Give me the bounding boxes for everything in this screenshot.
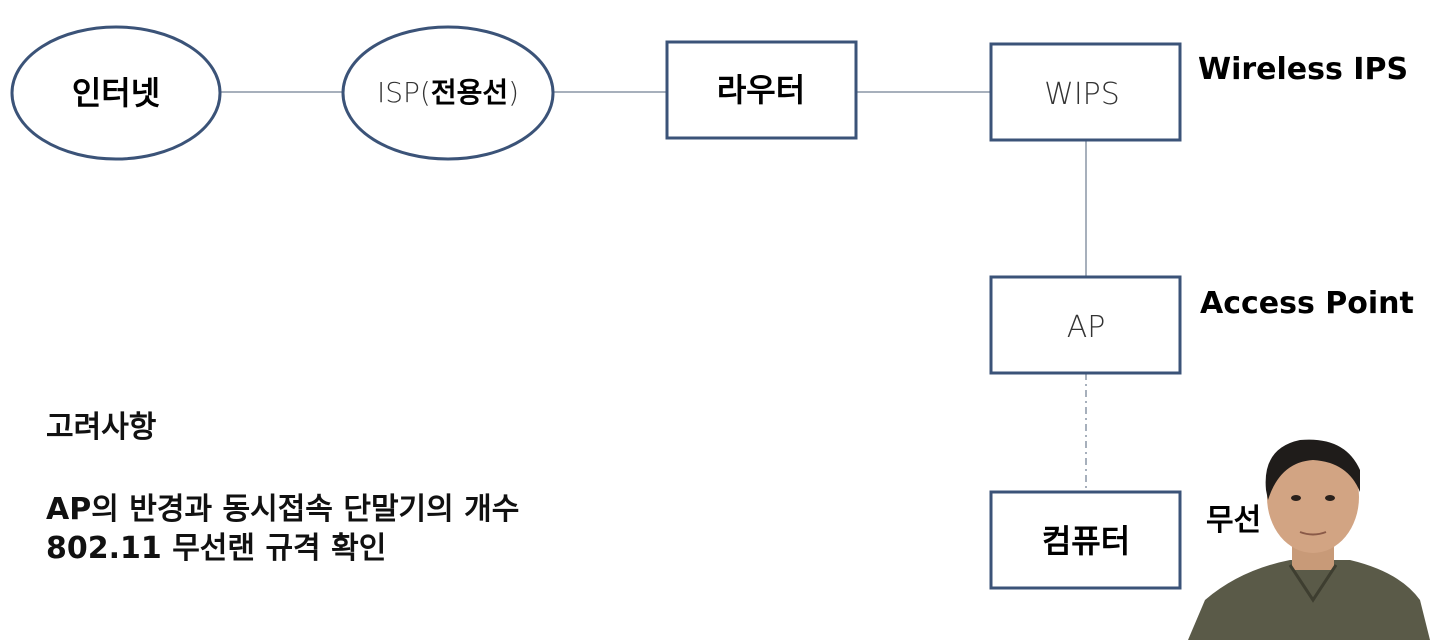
presenter-right-eye <box>1325 495 1335 501</box>
node-isp-label-suffix: ) <box>508 76 519 109</box>
presenter-left-eye <box>1291 495 1301 501</box>
node-computer-label: 컴퓨터 <box>1042 522 1130 560</box>
side-label-ap: Access Point <box>1200 286 1414 321</box>
node-isp-label-bold: 전용선 <box>431 76 508 109</box>
presenter-shoulders <box>1188 560 1430 640</box>
node-isp-label: ISP(전용선) <box>377 76 519 109</box>
node-ap-label: AP <box>1067 310 1106 345</box>
node-internet-label: 인터넷 <box>72 74 160 112</box>
notes-title: 고려사항 <box>46 410 156 446</box>
node-isp-label-prefix: ISP( <box>377 76 431 109</box>
notes-line-2: 802.11 무선랜 규격 확인 <box>46 531 386 567</box>
node-wips-label: WIPS <box>1044 77 1120 112</box>
node-router-label: 라우터 <box>717 71 805 109</box>
presenter-video-overlay <box>1188 440 1430 640</box>
notes-line-1: AP의 반경과 동시접속 단말기의 개수 <box>46 492 519 528</box>
side-label-wips: Wireless IPS <box>1198 52 1408 87</box>
side-label-computer: 무선 <box>1206 503 1261 538</box>
